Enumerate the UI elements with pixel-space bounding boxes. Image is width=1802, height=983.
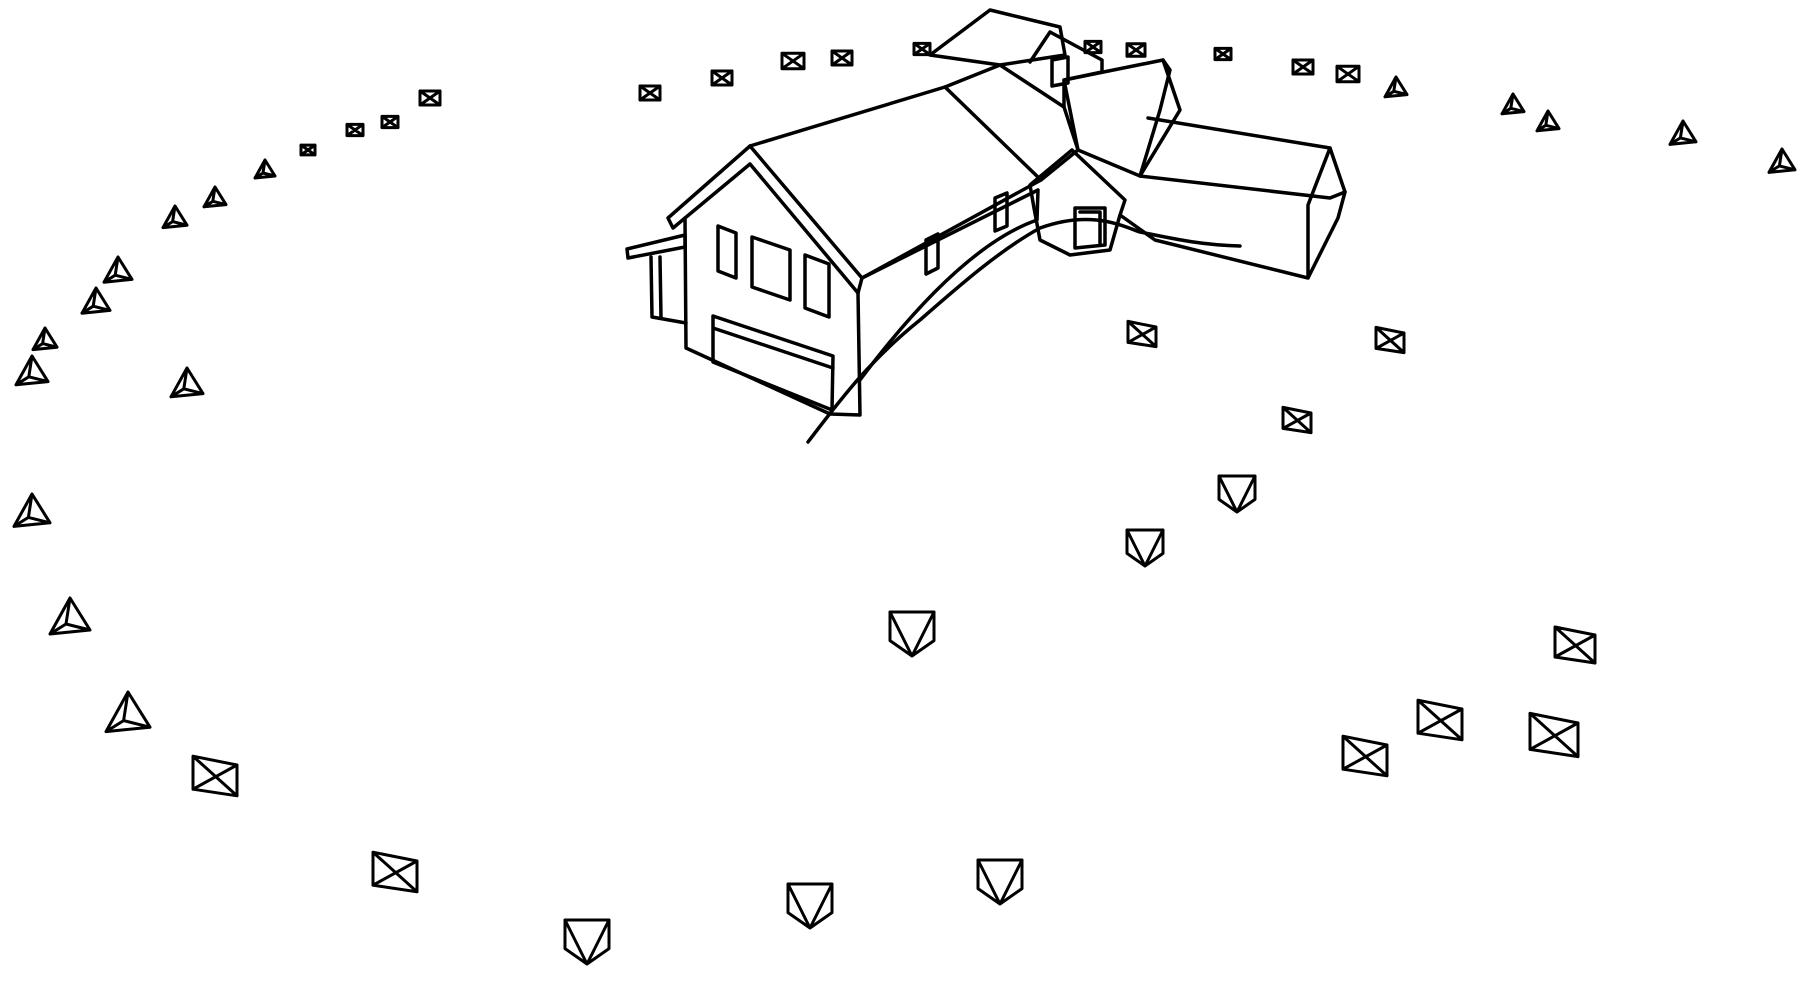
camera-frustum-icon [914, 43, 930, 54]
camera-frustum-icon [33, 328, 57, 350]
camera-frustum-icon [347, 124, 363, 135]
house-porch-posts [651, 257, 686, 323]
camera-ring [14, 41, 1795, 964]
camera-frustum-icon [1769, 149, 1795, 172]
camera-frustum-icon [1343, 736, 1387, 776]
house-front-gable [668, 146, 862, 293]
house-window-1 [718, 226, 736, 278]
camera-frustum-icon [301, 145, 315, 155]
camera-frustum-icon [420, 91, 440, 105]
camera-frustum-icon [14, 494, 50, 526]
camera-frustum-icon [204, 187, 226, 207]
camera-frustum-icon [890, 612, 934, 656]
camera-frustum-icon [50, 598, 90, 634]
house-garage-door [713, 316, 833, 410]
camera-frustum-icon [104, 257, 132, 282]
house-ground-line [808, 219, 1240, 442]
camera-frustum-icon [1219, 476, 1255, 512]
house-line-drawing [627, 10, 1345, 442]
camera-frustum-icon [1376, 327, 1404, 352]
house-entry-bay [1030, 150, 1125, 255]
house-porch-roof [627, 235, 685, 258]
camera-frustum-icon [1127, 44, 1145, 57]
camera-frustum-icon [171, 368, 203, 397]
camera-frustum-icon [1502, 94, 1524, 114]
house-far-garage-wall [1120, 148, 1345, 278]
camera-frustum-icon [712, 71, 732, 85]
camera-frustum-icon [1283, 407, 1311, 432]
house-window-2 [752, 237, 790, 300]
camera-frustum-icon [832, 51, 852, 65]
camera-frustum-icon [1085, 41, 1101, 52]
house-main-roof [750, 87, 1041, 278]
camera-frustum-icon [640, 86, 660, 100]
camera-frustum-icon [1337, 66, 1359, 81]
camera-frustum-icon [163, 206, 187, 228]
camera-frustum-icon [193, 756, 237, 796]
house-window-3 [805, 255, 829, 317]
camera-frustum-icon [16, 356, 48, 385]
camera-frustum-icon [1215, 48, 1231, 59]
camera-frustum-icon [82, 288, 110, 313]
camera-frustum-icon [1293, 60, 1313, 74]
camera-frustum-icon [782, 53, 804, 68]
camera-frustum-icon [1128, 321, 1156, 346]
camera-frustum-icon [106, 692, 150, 732]
camera-frustum-icon [1418, 700, 1462, 740]
camera-frustum-icon [978, 860, 1022, 904]
camera-frustum-icon [255, 160, 275, 178]
camera-frustum-icon [1385, 77, 1407, 97]
camera-frustum-icon [1127, 530, 1163, 566]
camera-frustum-icon [373, 852, 417, 892]
house-entry-door [1075, 208, 1105, 248]
camera-frustum-icon [382, 116, 398, 127]
camera-frustum-icon [1530, 713, 1578, 756]
camera-frustum-icon [788, 884, 832, 928]
camera-frustum-icon [1537, 111, 1559, 131]
camera-frustum-icon [1670, 121, 1696, 144]
camera-frustum-icon [565, 920, 609, 964]
camera-frustum-icon [1555, 627, 1595, 663]
